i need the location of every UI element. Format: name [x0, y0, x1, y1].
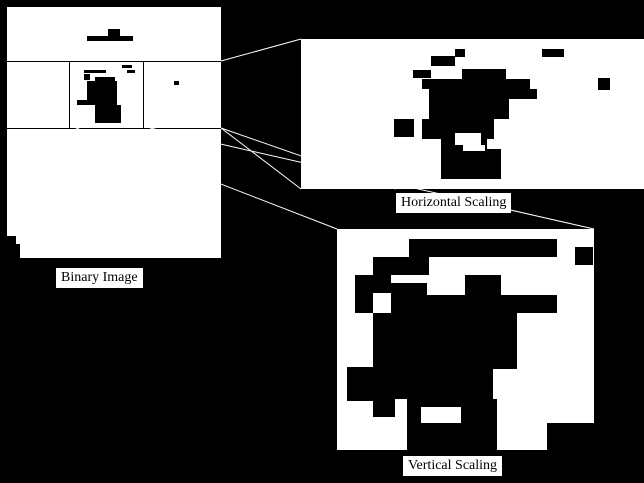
h-shape [413, 70, 431, 78]
binary-image-panel [7, 7, 221, 258]
center-shape [77, 100, 91, 105]
v-hole [421, 407, 461, 423]
v-shape [373, 257, 429, 275]
center-shape [95, 105, 121, 123]
grid-line [69, 61, 70, 129]
v-shape [575, 247, 593, 265]
v-shape [547, 423, 594, 450]
v-shape [391, 283, 427, 295]
grid-line [7, 61, 221, 62]
v-shape [355, 293, 373, 313]
center-shape [127, 70, 135, 73]
vertical-scaling-panel [337, 229, 594, 450]
top-blob [87, 36, 133, 41]
center-shape [122, 65, 132, 68]
h-shape [462, 69, 506, 79]
v-shape [373, 313, 517, 369]
horizontal-scaling-label: Horizontal Scaling [396, 193, 512, 213]
center-shape [95, 77, 115, 82]
horizontal-scaling-panel [301, 39, 644, 189]
h-shape [429, 89, 537, 99]
edge-notch [16, 244, 20, 258]
right-dot [174, 81, 179, 85]
h-hole [463, 145, 485, 151]
vertical-scaling-label: Vertical Scaling [403, 456, 503, 476]
v-shape [383, 369, 493, 399]
h-shape [431, 56, 455, 66]
grid-line [143, 61, 144, 129]
h-shape [429, 99, 509, 119]
v-shape [347, 367, 383, 401]
v-shape [355, 275, 391, 293]
h-shape [422, 79, 530, 89]
v-shape [409, 239, 557, 257]
center-shape [87, 81, 117, 105]
v-shape [373, 399, 395, 417]
h-shape [394, 119, 414, 137]
center-shape [84, 70, 106, 73]
h-hole [455, 133, 481, 145]
center-shape [84, 74, 90, 80]
h-shape [441, 149, 501, 179]
top-blob-cap [108, 29, 120, 37]
binary-image-label: Binary Image [56, 268, 143, 288]
v-shape [465, 275, 501, 295]
h-dot [598, 78, 610, 90]
h-shape [455, 49, 465, 57]
h-shape [542, 49, 564, 57]
grid-line [7, 128, 221, 129]
v-shape [391, 295, 557, 313]
edge-notch [7, 236, 16, 258]
